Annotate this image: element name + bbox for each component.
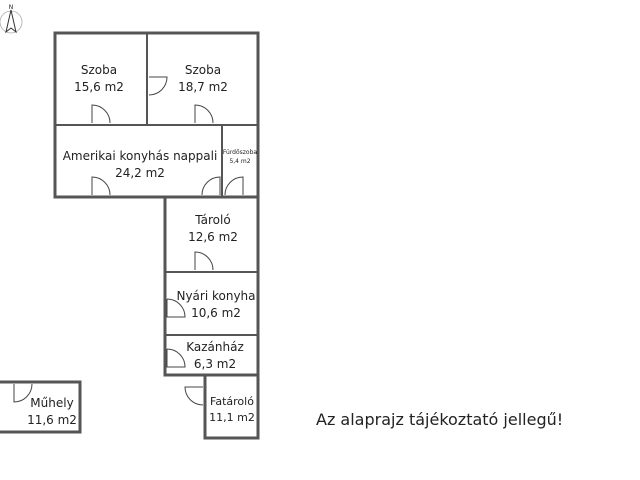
room-area: 10,6 m2: [191, 306, 241, 320]
room-name: Szoba: [185, 63, 221, 77]
room-area: 6,3 m2: [194, 357, 236, 371]
room-area: 15,6 m2: [74, 80, 124, 94]
room-area: 11,6 m2: [27, 413, 77, 427]
room-area: 5,4 m2: [229, 158, 250, 165]
room-area: 18,7 m2: [178, 80, 228, 94]
room-name: Fürdőszoba: [223, 149, 258, 156]
room-name: Szoba: [81, 63, 117, 77]
north-arrow-icon: N: [0, 4, 23, 34]
room-name: Tároló: [194, 213, 230, 227]
room-area: 24,2 m2: [115, 166, 165, 180]
room-labels: Szoba 15,6 m2 Szoba 18,7 m2 Amerikai kon…: [27, 63, 257, 427]
compass-label: N: [9, 4, 14, 11]
room-name: Fatároló: [210, 395, 254, 408]
room-name: Nyári konyha: [176, 289, 255, 303]
disclaimer-note: Az alaprajz tájékoztató jellegű!: [316, 410, 564, 429]
room-name: Amerikai konyhás nappali: [63, 149, 218, 163]
room-area: 11,1 m2: [209, 411, 255, 424]
doors: [13, 76, 244, 406]
room-name: Műhely: [30, 396, 73, 410]
room-area: 12,6 m2: [188, 230, 238, 244]
walls: [0, 31, 260, 440]
room-name: Kazánház: [186, 340, 244, 354]
